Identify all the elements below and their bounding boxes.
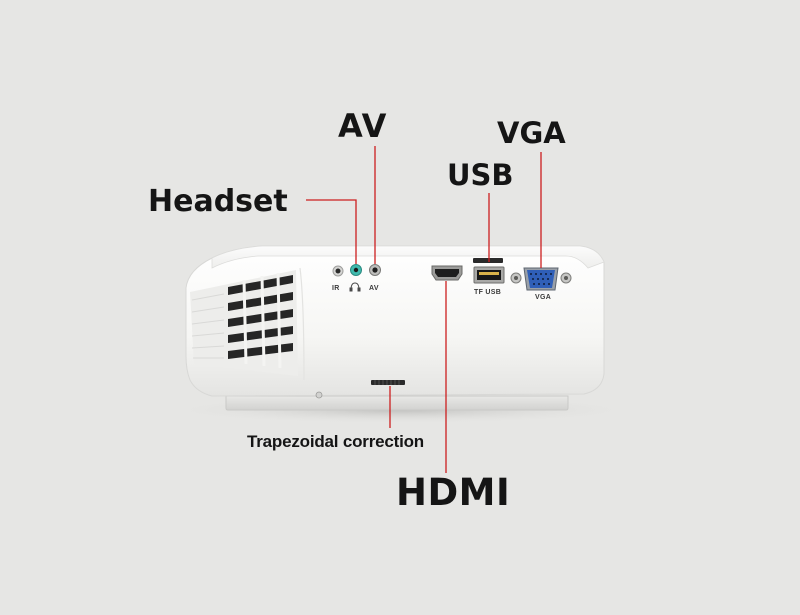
callout-usb: USB [447, 158, 514, 192]
vent-grille [190, 270, 298, 376]
headphone-icon [349, 282, 361, 292]
av-port-label: AV [369, 285, 379, 292]
tf-card-slot [473, 258, 503, 263]
leader-line-headset [306, 199, 357, 264]
headset-jack [350, 264, 362, 276]
callout-hdmi: HDMI [396, 471, 511, 514]
callout-headset: Headset [148, 184, 288, 219]
callout-trapezoidal-correction: Trapezoidal correction [247, 432, 424, 451]
base-screw [315, 391, 323, 399]
hdmi-port [431, 265, 463, 281]
ir-label: IR [332, 285, 340, 292]
projector-top-edge [211, 245, 605, 269]
tf-usb-label: TF USB [474, 289, 502, 296]
ir-receiver [332, 265, 344, 277]
vga-port-label: VGA [535, 294, 552, 301]
side-seam [299, 267, 305, 381]
leader-lines [306, 146, 542, 473]
projector-base [225, 395, 569, 411]
keystone-wheel [371, 380, 405, 385]
vga-port [510, 267, 572, 291]
callout-av: AV [338, 107, 388, 145]
usb-port [473, 266, 505, 284]
av-jack [369, 264, 381, 276]
callout-vga: VGA [497, 116, 566, 150]
